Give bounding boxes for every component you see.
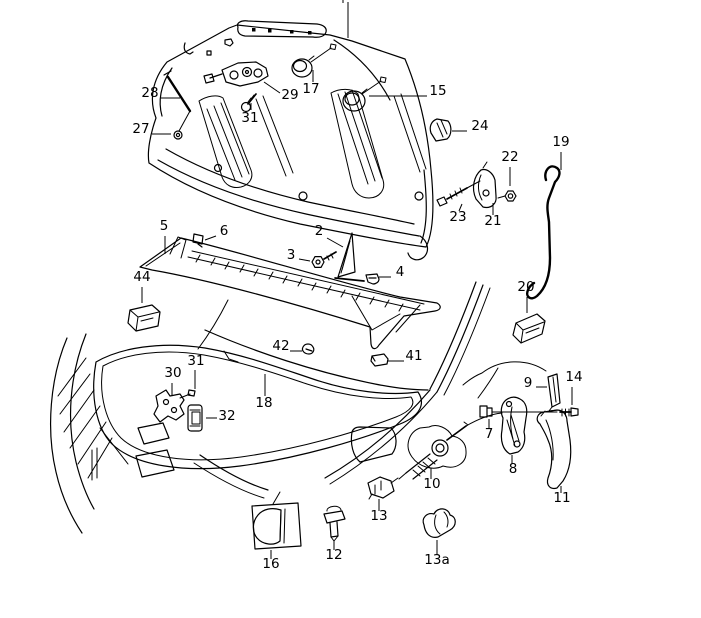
cowl-panel bbox=[139, 236, 441, 350]
hinge-bracket-21 bbox=[472, 161, 497, 209]
hood-front-strip bbox=[236, 20, 327, 38]
callout-30: 30 bbox=[164, 365, 181, 381]
callout-44: 44 bbox=[133, 269, 150, 285]
callout-22: 22 bbox=[501, 149, 518, 165]
clip-13 bbox=[367, 476, 399, 500]
bolt-27 bbox=[173, 130, 183, 140]
callout-19: 19 bbox=[552, 134, 569, 150]
plug-12 bbox=[323, 505, 346, 542]
callout-6: 6 bbox=[220, 223, 229, 239]
callout-5: 5 bbox=[160, 218, 169, 234]
callout-16: 16 bbox=[262, 556, 279, 572]
callout-17: 17 bbox=[302, 81, 319, 97]
leader-cutoff-top bbox=[342, 0, 349, 38]
hinge-bolt bbox=[247, 93, 257, 105]
bracket-2 bbox=[334, 232, 365, 282]
leader-3 bbox=[298, 258, 311, 262]
callout-2: 2 bbox=[315, 223, 324, 239]
hood-lock-8 bbox=[500, 396, 528, 455]
callout-18: 18 bbox=[255, 395, 272, 411]
clip-4 bbox=[365, 273, 380, 285]
clip-44 bbox=[127, 304, 161, 332]
support-rod-19 bbox=[526, 165, 561, 300]
callout-27: 27 bbox=[132, 121, 149, 137]
callout-31-top: 31 bbox=[241, 110, 258, 126]
hood-rib-hatching bbox=[206, 89, 427, 185]
callout-13a: 13a bbox=[424, 552, 449, 568]
callout-24: 24 bbox=[471, 118, 488, 134]
grommet-32 bbox=[187, 404, 203, 432]
callout-32: 32 bbox=[218, 408, 235, 424]
callout-7: 7 bbox=[485, 426, 494, 442]
leader-2 bbox=[326, 237, 344, 248]
plate-16 bbox=[251, 502, 302, 550]
grommet-17 bbox=[291, 43, 337, 78]
callout-11: 11 bbox=[553, 490, 570, 506]
grommet-15 bbox=[342, 76, 387, 112]
callout-14: 14 bbox=[565, 369, 582, 385]
screw-23 bbox=[436, 180, 481, 207]
cable-end-10 bbox=[398, 412, 503, 480]
callout-20: 20 bbox=[517, 279, 534, 295]
bolt-3 bbox=[311, 251, 337, 268]
hood-prop-rod bbox=[163, 70, 192, 140]
callout-3: 3 bbox=[287, 247, 296, 263]
callout-13: 13 bbox=[370, 508, 387, 524]
leader-6 bbox=[204, 235, 217, 241]
latch-striker-9 bbox=[462, 361, 561, 412]
body-front bbox=[50, 281, 499, 534]
callout-41: 41 bbox=[405, 348, 422, 364]
hood-panel bbox=[147, 20, 434, 261]
fender-hatching bbox=[57, 357, 113, 479]
clip-6 bbox=[192, 233, 204, 248]
callout-31-lower: 31 bbox=[187, 353, 204, 369]
release-handle-11 bbox=[536, 409, 572, 490]
leader-23 bbox=[458, 203, 463, 212]
callout-8: 8 bbox=[509, 461, 518, 477]
callout-labels: 28 27 29 31 17 15 24 22 19 23 21 5 6 2 3… bbox=[132, 81, 582, 572]
callout-42: 42 bbox=[272, 338, 289, 354]
rod-clip-20 bbox=[512, 313, 546, 344]
clip-41 bbox=[370, 353, 389, 367]
cowl-vent-slots bbox=[195, 254, 404, 312]
callout-12: 12 bbox=[325, 547, 342, 563]
leader-lines bbox=[141, 0, 573, 559]
callout-9: 9 bbox=[524, 375, 533, 391]
callout-10: 10 bbox=[423, 476, 440, 492]
callout-15: 15 bbox=[429, 83, 446, 99]
callout-29: 29 bbox=[281, 87, 298, 103]
hood-opening-seal bbox=[93, 344, 422, 470]
clip-13a bbox=[422, 508, 456, 538]
nut-22 bbox=[497, 190, 517, 202]
bracket-24 bbox=[429, 118, 452, 142]
clip-42 bbox=[301, 343, 315, 355]
release-cable-18 bbox=[101, 351, 414, 461]
callout-23: 23 bbox=[449, 209, 466, 225]
bolt-31-lower bbox=[187, 389, 196, 397]
callout-28: 28 bbox=[141, 85, 158, 101]
callout-21: 21 bbox=[484, 213, 501, 229]
callout-4: 4 bbox=[396, 264, 405, 280]
hood-hinge-assembly bbox=[203, 61, 269, 113]
screw-14 bbox=[559, 407, 579, 417]
leader-29 bbox=[263, 81, 281, 94]
